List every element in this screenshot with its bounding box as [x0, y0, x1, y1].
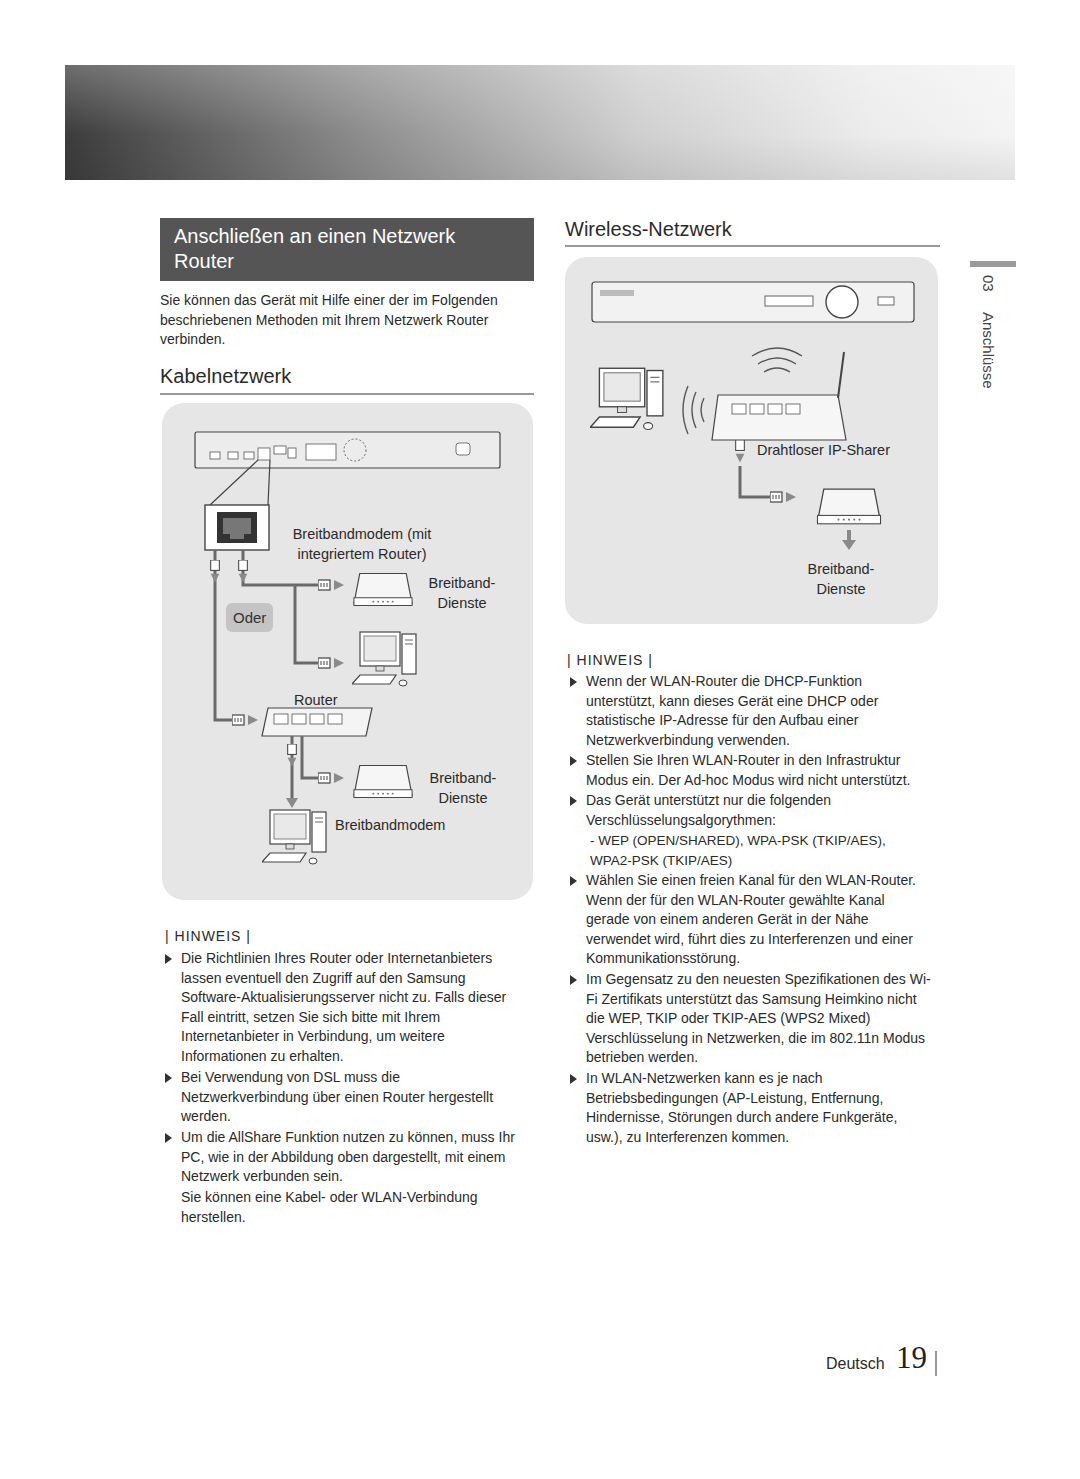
device-label: Oder	[233, 608, 266, 627]
bullet-marker	[165, 954, 172, 964]
page-text: Kabelnetzwerk	[160, 364, 291, 389]
device-label: Router	[294, 690, 338, 710]
note-bullet: Wenn der WLAN-Router die DHCP-Funktion u…	[586, 672, 931, 750]
page-text: Sie können eine Kabel- oder WLAN-Verbind…	[181, 1188, 526, 1227]
page-text: Deutsch	[826, 1354, 885, 1374]
page-text: - WEP (OPEN/SHARED), WPA-PSK (TKIP/AES),…	[590, 831, 920, 870]
title-band: Anschließen an einen Netzwerk Router	[160, 218, 534, 281]
page-text: | HINWEIS |	[165, 927, 251, 947]
section-title: Anschließen an einen Netzwerk Router	[174, 224, 520, 274]
page-text: 19	[896, 1340, 927, 1376]
device-label: Breitband- Dienste	[418, 768, 508, 808]
note-bullet: Die Richtlinien Ihres Router oder Intern…	[181, 949, 526, 1067]
page-text: | HINWEIS |	[567, 651, 653, 671]
note-bullet: Um die AllShare Funktion nutzen zu könne…	[181, 1128, 526, 1187]
note-bullet: Wählen Sie einen freien Kanal für den WL…	[586, 871, 931, 969]
diagram-panel: Breitbandmodem (mit integriertem Router)…	[162, 403, 533, 900]
bullet-marker	[570, 876, 577, 886]
note-bullet: Das Gerät unterstützt nur die folgenden …	[586, 791, 931, 830]
bullet-marker	[570, 677, 577, 687]
bullet-marker	[165, 1133, 172, 1143]
page-text: Sie können das Gerät mit Hilfe einer der…	[160, 291, 522, 350]
chapter-tab: Anschlüsse	[978, 312, 998, 389]
bullet-marker	[570, 1074, 577, 1084]
page-text: Wireless-Netzwerk	[565, 217, 732, 242]
device-label: Drahtloser IP-Sharer	[757, 440, 890, 460]
oder-box: Oder	[226, 603, 273, 632]
device-label: Breitbandmodem (mit integriertem Router)	[262, 524, 462, 564]
note-bullet: Stellen Sie Ihren WLAN-Router in den Inf…	[586, 751, 936, 790]
device-label: Breitband- Dienste	[417, 573, 507, 613]
bullet-marker	[570, 796, 577, 806]
bullet-marker	[570, 975, 577, 985]
header-banner-shade	[65, 65, 1015, 180]
bullet-marker	[165, 1073, 172, 1083]
device-label: Breitband- Dienste	[797, 559, 885, 599]
chapter-tab: 03	[978, 275, 998, 292]
note-bullet: Bei Verwendung von DSL muss die Netzwerk…	[181, 1068, 526, 1127]
note-bullet: In WLAN-Netzwerken kann es je nach Betri…	[586, 1069, 931, 1147]
note-bullet: Im Gegensatz zu den neuesten Spezifikati…	[586, 970, 934, 1068]
bullet-marker	[570, 756, 577, 766]
device-label: Breitbandmodem	[335, 815, 445, 835]
